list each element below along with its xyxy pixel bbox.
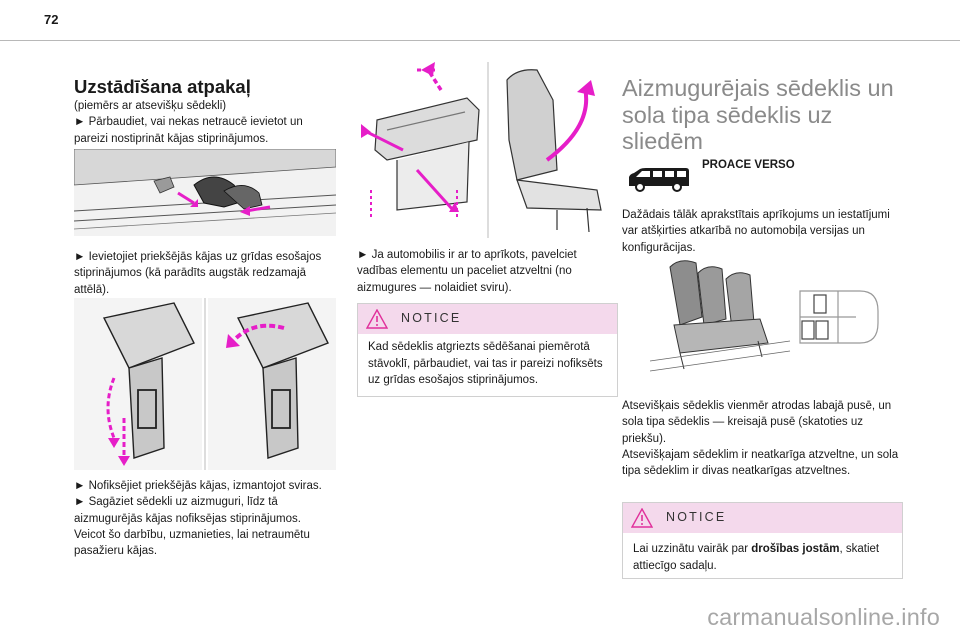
notice-text-post: , skatiet attiecīgo sadaļu.: [633, 543, 880, 572]
figure-rear-seats: [650, 257, 884, 375]
notice-text-pre: Lai uzzinātu vairāk par: [633, 543, 752, 555]
raise-backrest-illustration: [357, 60, 619, 240]
seat-position-description: Atsevišķais sēdeklis vienmēr atrodas lab…: [622, 400, 899, 478]
page-number: 72: [44, 12, 59, 27]
notice-box-seat-lock: NOTICE Kad sēdeklis atgriezts sēdēšanai …: [357, 303, 618, 397]
notice-text-seatbelts: Lai uzzinātu vairāk par drošības jostām,…: [633, 541, 895, 574]
notice-box-seatbelts: NOTICE Lai uzzinātu vairāk par drošības …: [622, 502, 903, 579]
figure-lock-legs: [74, 298, 336, 470]
notice-label: NOTICE: [401, 311, 462, 325]
intro-text: (piemērs ar atsevišķu sēdekli) ► Pārbaud…: [74, 100, 303, 145]
header-rule: [0, 40, 960, 41]
lock-legs-illustration: [74, 298, 336, 470]
notice-header: NOTICE: [623, 503, 902, 533]
section-heading: Uzstādīšana atpakaļ: [74, 76, 251, 97]
figure-floor-anchors: [74, 149, 336, 236]
section-title-rear-seat: Aizmugurējais sēdeklis un sola tipa sēde…: [622, 75, 894, 155]
step-pull-control: ► Ja automobilis ir ar to aprīkots, pave…: [357, 249, 577, 294]
seatbelt-link-text: drošības jostām: [751, 543, 840, 555]
step-insert-legs: ► Ievietojiet priekšējās kājas uz grīdas…: [74, 251, 322, 296]
notice-text: Kad sēdeklis atgriezts sēdēšanai piemēro…: [368, 341, 603, 387]
step-fix-legs: ► Nofiksējiet priekšējās kājas, izmantoj…: [74, 480, 322, 558]
rear-seats-illustration: [650, 257, 884, 375]
model-label: PROACE VERSO: [702, 159, 795, 171]
notice-header: NOTICE: [358, 304, 617, 334]
warning-triangle-icon: [366, 309, 388, 329]
van-icon: [629, 168, 689, 192]
watermark: carmanualsonline.info: [707, 604, 940, 630]
equipment-note: Dažādais tālāk aprakstītais aprīkojums u…: [622, 209, 890, 254]
figure-raise-backrest: [357, 60, 619, 240]
floor-anchors-illustration: [74, 149, 336, 236]
notice-label: NOTICE: [666, 510, 727, 524]
warning-triangle-icon: [631, 508, 653, 528]
